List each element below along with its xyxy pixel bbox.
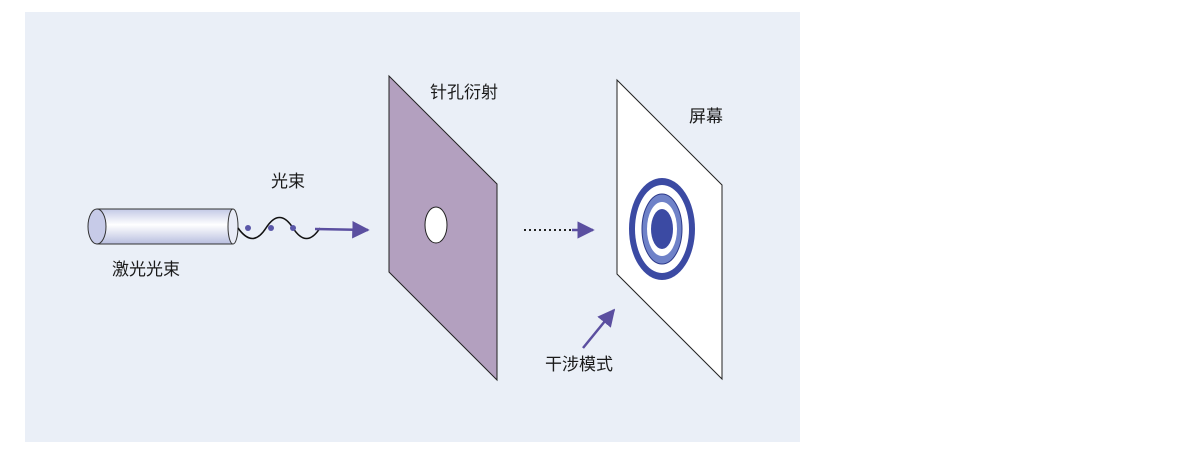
beam-arrow: [314, 220, 370, 239]
photon-dot: [268, 225, 274, 231]
pattern-label: 干涉模式: [545, 355, 613, 375]
pinhole: [424, 206, 448, 244]
screen-label: 屏幕: [689, 107, 723, 127]
pinhole-label: 针孔衍射: [430, 83, 498, 103]
laser-tube: [87, 208, 239, 245]
photon-dot: [245, 225, 251, 231]
light-wave: [237, 216, 321, 240]
photon-dot: [290, 225, 296, 231]
pattern-pointer-arrow: [582, 308, 616, 349]
laser-label: 激光光束: [112, 260, 180, 280]
interference-rings: [629, 178, 695, 280]
beam-label: 光束: [271, 172, 305, 192]
